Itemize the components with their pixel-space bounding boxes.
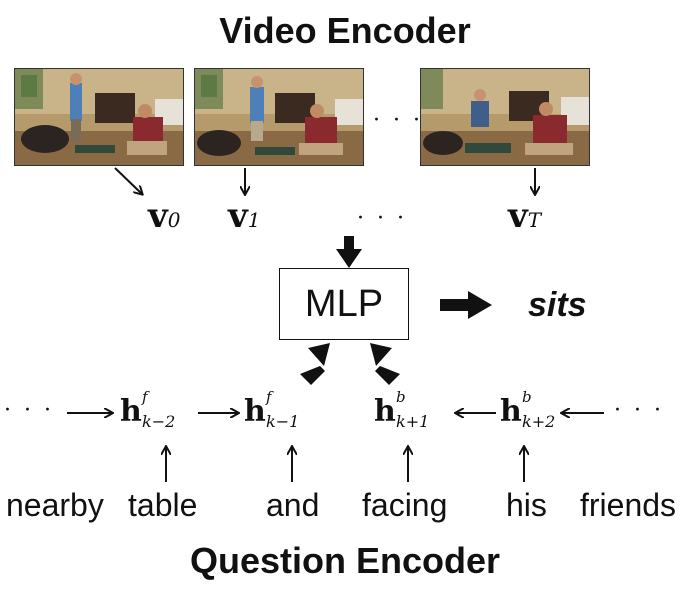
thick-arrow-backward-to-mlp xyxy=(370,343,400,385)
arrow-frame0-to-v0 xyxy=(114,167,142,194)
vector-vT: vT xyxy=(508,196,542,236)
question-encoder-title: Question Encoder xyxy=(189,540,501,581)
left-ellipsis: · · · xyxy=(4,398,54,423)
hidden-state-backward-k+1: h b k+1 xyxy=(374,388,430,431)
mlp-box: MLP xyxy=(279,268,409,340)
vectors-ellipsis: · · · xyxy=(357,206,407,231)
word-and: and xyxy=(266,487,320,523)
thick-arrow-video-to-mlp xyxy=(336,236,362,268)
word-friends: friends xyxy=(580,487,677,523)
thick-arrow-forward-to-mlp xyxy=(300,343,330,385)
vector-v0: v0 xyxy=(148,196,181,236)
answer-word: sits xyxy=(528,286,587,324)
hidden-state-forward-k-1: h f k−1 xyxy=(244,388,300,431)
right-ellipsis: · · · xyxy=(614,398,664,423)
frames-ellipsis: · · · xyxy=(373,108,423,133)
word-his: his xyxy=(506,487,547,523)
video-frame-1 xyxy=(194,68,364,166)
video-encoder-title: Video Encoder xyxy=(219,10,471,51)
video-frame-0 xyxy=(14,68,184,166)
thick-arrow-mlp-to-answer xyxy=(440,291,492,319)
word-nearby: nearby xyxy=(6,487,104,523)
hidden-state-forward-k-2: h f k−2 xyxy=(120,388,176,431)
word-facing: facing xyxy=(362,487,448,523)
hidden-state-backward-k+2: h b k+2 xyxy=(500,388,556,431)
vector-v1: v1 xyxy=(228,196,261,236)
mlp-label: MLP xyxy=(304,282,384,325)
video-frame-T xyxy=(420,68,590,166)
word-table: table xyxy=(128,487,198,523)
